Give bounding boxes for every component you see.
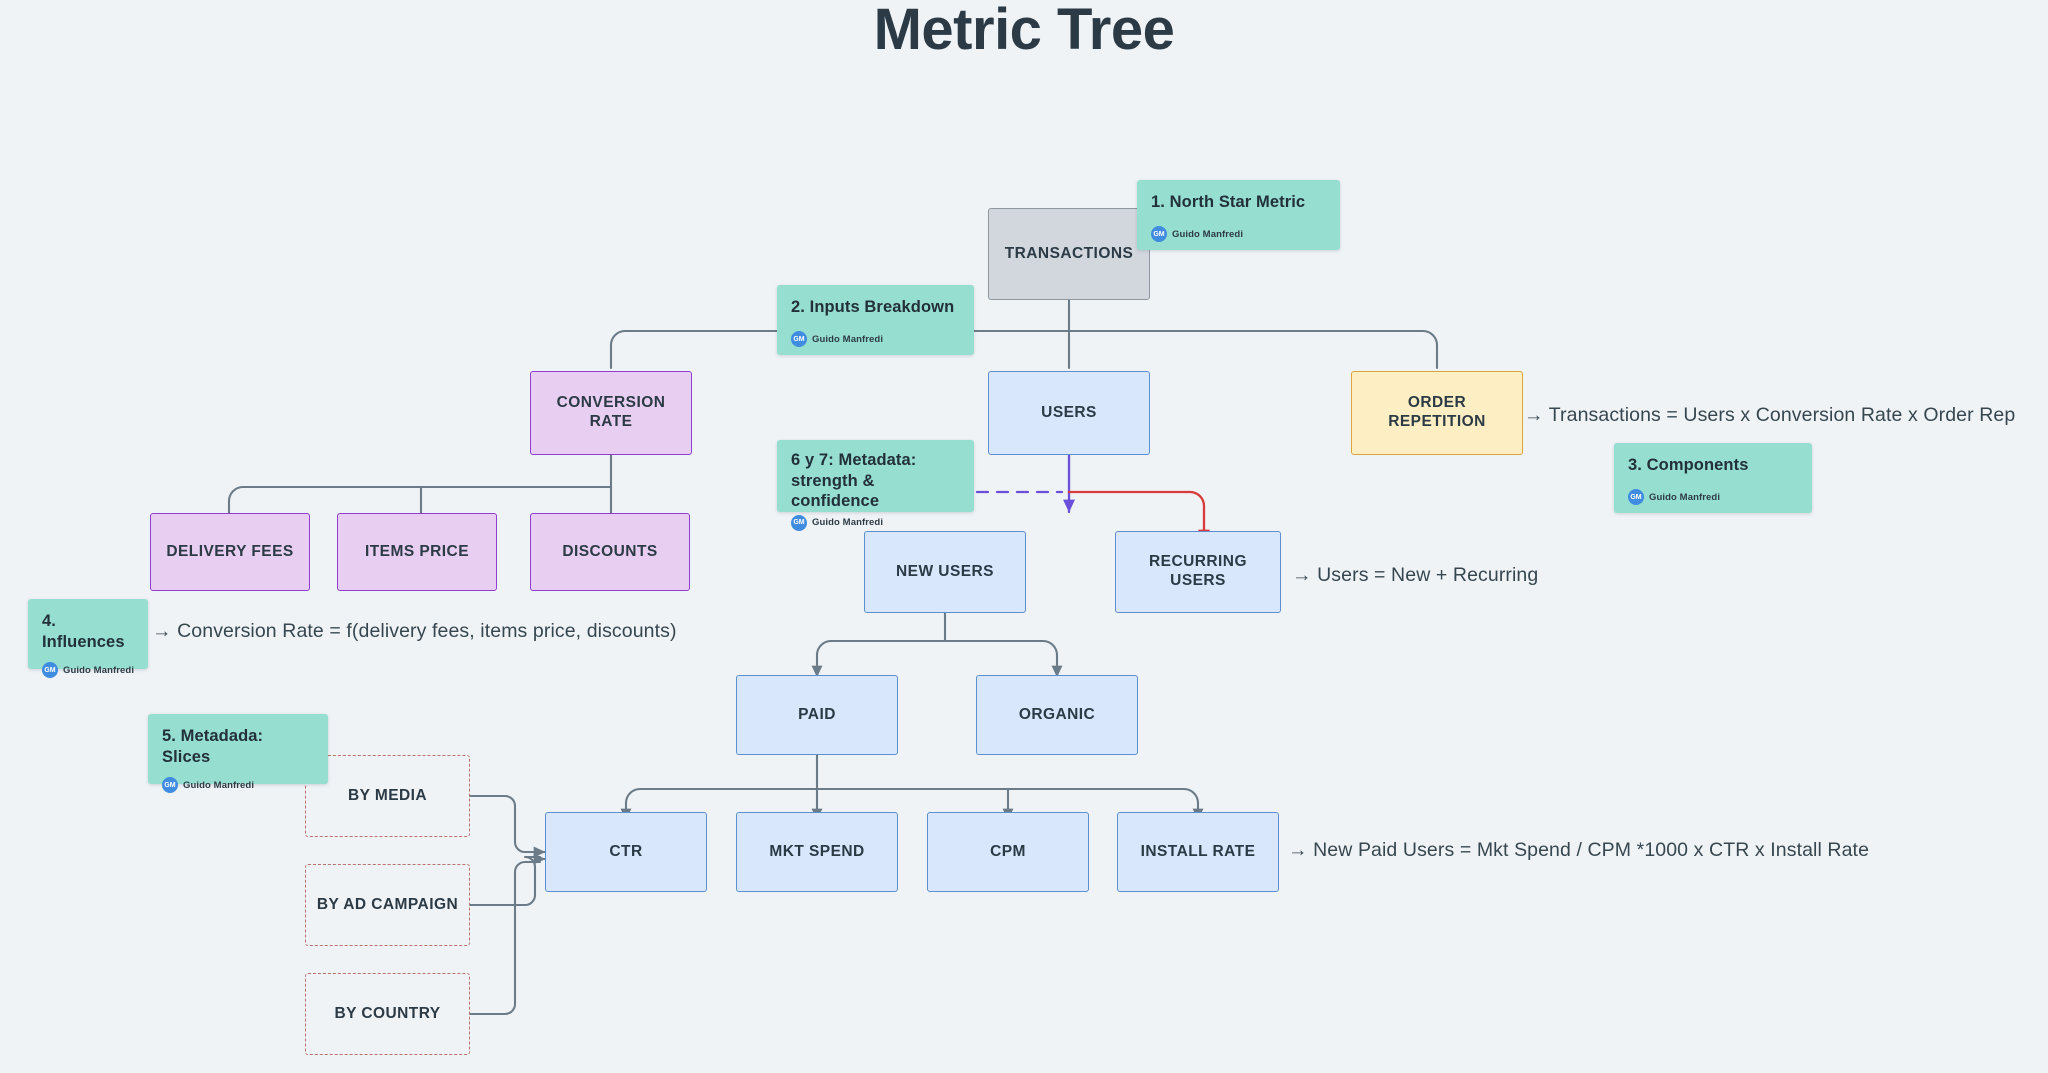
node-transactions[interactable]: TRANSACTIONS <box>988 208 1150 300</box>
author-name: Guido Manfredi <box>812 517 884 529</box>
author-name: Guido Manfredi <box>812 333 884 345</box>
sticky-note-text: 2. Inputs Breakdown <box>791 298 955 316</box>
author-name: Guido Manfredi <box>1172 228 1244 240</box>
node-by-country[interactable]: BY COUNTRY <box>305 973 470 1055</box>
sticky-note-inputs-breakdown[interactable]: 2. Inputs Breakdown GM Guido Manfredi <box>777 285 974 355</box>
node-install-rate[interactable]: INSTALL RATE <box>1117 812 1279 892</box>
equation-transactions: → Transactions = Users x Conversion Rate… <box>1524 404 2016 426</box>
sticky-note-author: GM Guido Manfredi <box>1628 489 1798 505</box>
node-label: CPM <box>990 842 1026 860</box>
avatar: GM <box>1151 226 1167 242</box>
node-discounts[interactable]: DISCOUNTS <box>530 513 690 591</box>
node-label: NEW USERS <box>896 562 994 580</box>
sticky-note-text: 6 y 7: Metadata: strength & confidence <box>791 451 917 511</box>
node-label: CTR <box>609 842 643 860</box>
node-mkt-spend[interactable]: MKT SPEND <box>736 812 898 892</box>
node-order-repetition[interactable]: ORDER REPETITION <box>1351 371 1523 455</box>
sticky-note-text: 5. Metadada: Slices <box>162 727 264 766</box>
sticky-note-text: 1. North Star Metric <box>1151 193 1306 211</box>
sticky-note-author: GM Guido Manfredi <box>162 777 314 794</box>
sticky-note-text: 3. Components <box>1628 456 1749 474</box>
author-name: Guido Manfredi <box>1649 491 1721 503</box>
node-label: PAID <box>798 705 836 723</box>
node-label: DELIVERY FEES <box>166 542 294 560</box>
node-label: ITEMS PRICE <box>365 542 469 560</box>
node-ctr[interactable]: CTR <box>545 812 707 892</box>
node-delivery-fees[interactable]: DELIVERY FEES <box>150 513 310 591</box>
node-label: ORDER REPETITION <box>1388 394 1486 430</box>
node-new-users[interactable]: NEW USERS <box>864 531 1026 613</box>
node-label: CONVERSION RATE <box>556 394 666 430</box>
avatar: GM <box>42 662 58 679</box>
sticky-note-north-star-metric[interactable]: 1. North Star Metric GM Guido Manfredi <box>1137 180 1340 250</box>
node-label: BY AD CAMPAIGN <box>316 895 459 913</box>
author-name: Guido Manfredi <box>63 664 135 676</box>
avatar: GM <box>791 331 807 347</box>
node-label: DISCOUNTS <box>562 542 658 560</box>
node-label: MKT SPEND <box>769 842 865 860</box>
node-label: ORGANIC <box>1018 705 1096 723</box>
node-paid[interactable]: PAID <box>736 675 898 755</box>
sticky-note-text: 4. Influences <box>42 612 125 651</box>
equation-users: → Users = New + Recurring <box>1292 564 1539 586</box>
avatar: GM <box>1628 489 1644 505</box>
sticky-note-influences[interactable]: 4. Influences GM Guido Manfredi <box>28 599 148 679</box>
node-users[interactable]: USERS <box>988 371 1150 455</box>
node-label: INSTALL RATE <box>1140 842 1256 860</box>
author-name: Guido Manfredi <box>183 779 255 791</box>
node-items-price[interactable]: ITEMS PRICE <box>337 513 497 591</box>
sticky-note-author: GM Guido Manfredi <box>791 331 960 347</box>
avatar: GM <box>791 514 807 531</box>
node-cpm[interactable]: CPM <box>927 812 1089 892</box>
node-by-ad-campaign[interactable]: BY AD CAMPAIGN <box>305 864 470 946</box>
node-by-media[interactable]: BY MEDIA <box>305 755 470 837</box>
equation-new-paid-users: → New Paid Users = Mkt Spend / CPM *1000… <box>1288 839 1870 861</box>
node-conversion-rate[interactable]: CONVERSION RATE <box>530 371 692 455</box>
sticky-note-author: GM Guido Manfredi <box>1151 226 1326 242</box>
sticky-note-components[interactable]: 3. Components GM Guido Manfredi <box>1614 443 1812 513</box>
sticky-note-metadata-strength[interactable]: 6 y 7: Metadata: strength & confidence G… <box>777 440 974 531</box>
node-label: BY COUNTRY <box>334 1004 441 1022</box>
node-label: RECURRING USERS <box>1149 553 1247 589</box>
sticky-note-metadata-slices[interactable]: 5. Metadada: Slices GM Guido Manfredi <box>148 714 328 794</box>
node-label: TRANSACTIONS <box>1004 244 1134 262</box>
sticky-note-author: GM Guido Manfredi <box>791 514 960 531</box>
sticky-note-author: GM Guido Manfredi <box>42 662 135 679</box>
node-recurring-users[interactable]: RECURRING USERS <box>1115 531 1281 613</box>
node-label: USERS <box>1041 403 1097 421</box>
node-organic[interactable]: ORGANIC <box>976 675 1138 755</box>
equation-conversion-rate: → Conversion Rate = f(delivery fees, ite… <box>152 620 677 642</box>
avatar: GM <box>162 777 178 794</box>
node-label: BY MEDIA <box>347 786 428 804</box>
page-title: Metric Tree <box>873 0 1175 62</box>
